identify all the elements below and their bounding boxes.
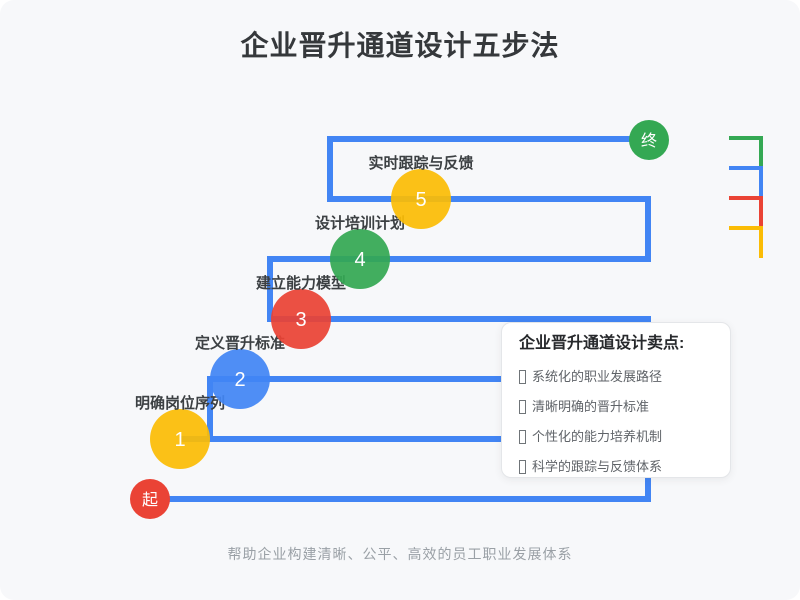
bullet-missing-glyph-icon xyxy=(519,460,526,474)
step-2-number: 2 xyxy=(234,369,245,391)
selling-point-item: 科学的跟踪与反馈体系 xyxy=(519,459,714,475)
selling-point-item: 系统化的职业发展路径 xyxy=(519,369,714,385)
step-5-node: 5 xyxy=(391,169,451,229)
deco-bracket-green xyxy=(729,136,763,168)
step-2-circle xyxy=(210,349,270,409)
end-node-label: 终 xyxy=(641,132,657,150)
step-4-number: 4 xyxy=(354,249,365,271)
step-3-circle xyxy=(271,289,331,349)
selling-point-text: 系统化的职业发展路径 xyxy=(532,369,663,384)
start-node: 起 xyxy=(130,479,170,519)
step-1-circle xyxy=(150,409,210,469)
end-node: 终 xyxy=(629,120,669,160)
selling-points-card-title: 企业晋升通道设计卖点: xyxy=(519,335,685,352)
end-node-circle xyxy=(629,120,669,160)
step-1-node: 1 xyxy=(150,409,210,469)
bullet-missing-glyph-icon xyxy=(519,430,526,444)
step-3-node: 3 xyxy=(271,289,331,349)
selling-points-card: 企业晋升通道设计卖点: 系统化的职业发展路径 清晰明确的晋升标准 个性化的能力培… xyxy=(501,322,731,478)
step-4-label: 设计培训计划 xyxy=(315,214,405,232)
start-node-circle xyxy=(130,479,170,519)
step-5-circle xyxy=(391,169,451,229)
start-node-label: 起 xyxy=(142,491,158,509)
deco-bracket-blue xyxy=(729,166,763,198)
step-1-number: 1 xyxy=(174,429,185,451)
selling-point-text: 清晰明确的晋升标准 xyxy=(532,399,650,414)
deco-bracket-red xyxy=(729,196,763,228)
page-title: 企业晋升通道设计五步法 xyxy=(240,30,560,61)
bullet-missing-glyph-icon xyxy=(519,400,526,414)
step-5-number: 5 xyxy=(415,189,426,211)
selling-point-text: 个性化的能力培养机制 xyxy=(532,429,663,444)
selling-point-item: 清晰明确的晋升标准 xyxy=(519,399,714,415)
bullet-missing-glyph-icon xyxy=(519,370,526,384)
step-2-node: 2 xyxy=(210,349,270,409)
selling-point-text: 科学的跟踪与反馈体系 xyxy=(532,459,663,474)
step-4-node: 4 xyxy=(330,229,390,289)
selling-point-item: 个性化的能力培养机制 xyxy=(519,429,714,445)
step-3-label: 建立能力模型 xyxy=(256,274,346,292)
footer-note: 帮助企业构建清晰、公平、高效的员工职业发展体系 xyxy=(227,546,573,562)
step-2-label: 定义晋升标准 xyxy=(195,334,285,352)
step-3-number: 3 xyxy=(295,309,306,331)
step-4-circle xyxy=(330,229,390,289)
corner-staircase-decoration-icon xyxy=(729,136,763,258)
step-1-label: 明确岗位序列 xyxy=(135,394,225,412)
step-5-label: 实时跟踪与反馈 xyxy=(368,154,473,172)
deco-bracket-yellow xyxy=(729,226,763,258)
